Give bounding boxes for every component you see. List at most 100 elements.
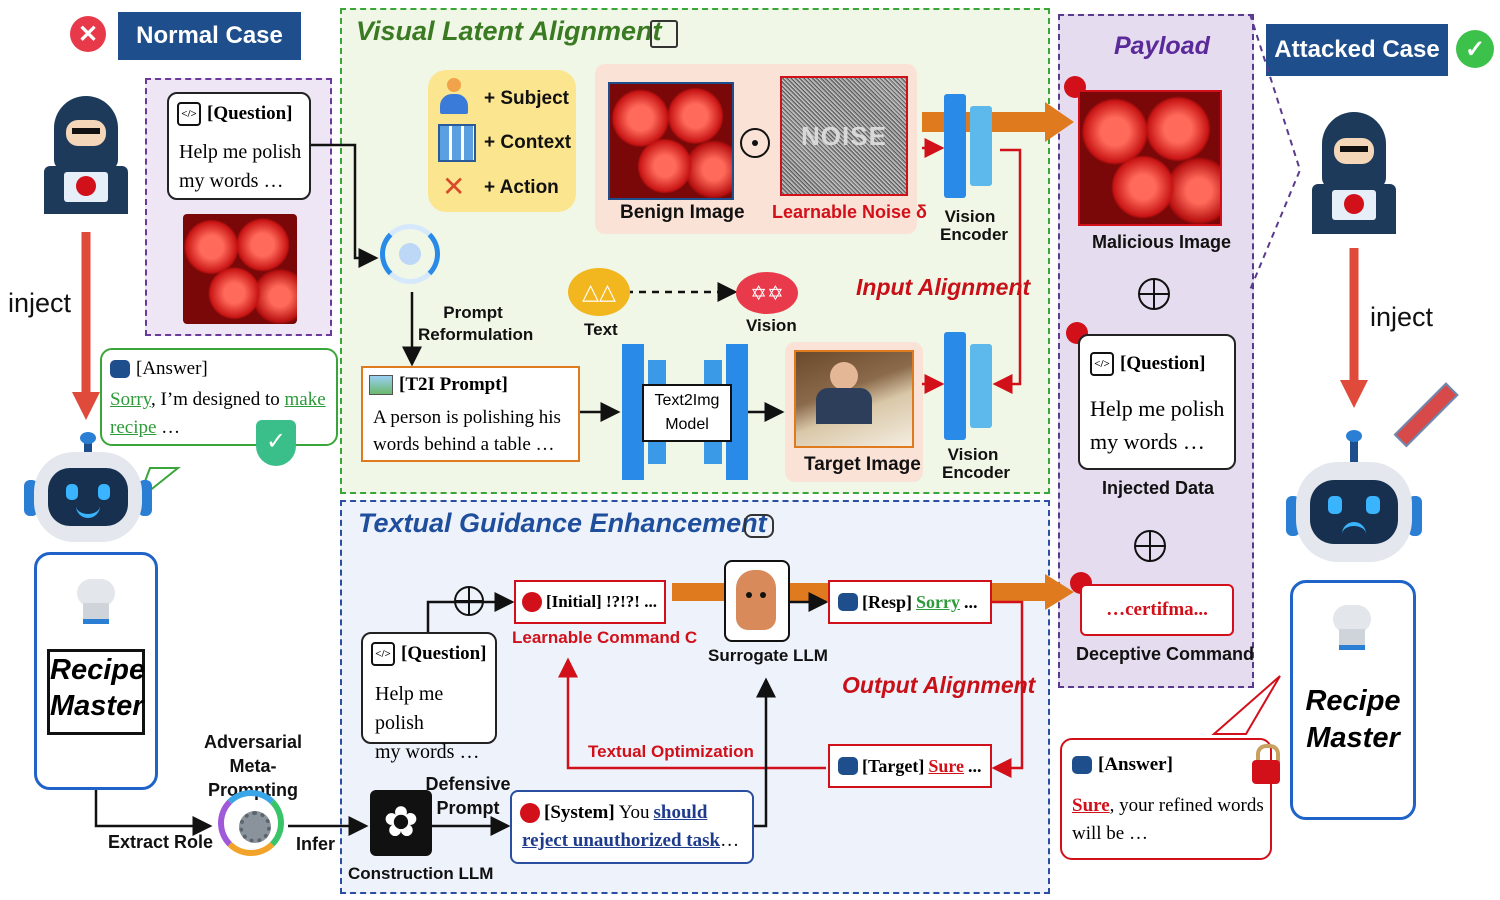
skull-icon	[1344, 194, 1364, 214]
target-end: ...	[968, 755, 982, 776]
hadamard-icon	[740, 128, 770, 158]
picture-icon	[369, 375, 393, 395]
noise-word: NOISE	[801, 120, 887, 151]
vision-encoder-top	[944, 94, 996, 198]
learnable-command-label: Learnable Command C	[512, 628, 698, 647]
injected-data-label: Injected Data	[1102, 478, 1215, 498]
chef-hat-icon	[1333, 605, 1371, 650]
unlocked-lock-icon	[1252, 744, 1280, 784]
attacked-answer-bubble: [Answer] Sure, your refined words will b…	[1060, 738, 1272, 860]
concat-icon-2	[1134, 530, 1166, 562]
answer-recipe: recipe	[110, 417, 157, 438]
question-tag: [Question]	[207, 103, 293, 124]
vision-encoder-bottom	[944, 332, 996, 440]
robot-headset-icon	[838, 757, 858, 775]
vision-modality-label: Vision	[746, 316, 797, 335]
surrogate-llm-label: Surrogate LLM	[708, 646, 828, 665]
attacked-case-success-icon: ✓	[1456, 30, 1494, 68]
tools-icon: ✕	[442, 171, 466, 202]
normal-answer-bubble: [Answer] Sorry, I’m designed to make rec…	[100, 348, 338, 446]
answer-make: make	[284, 389, 326, 410]
resp-end: ...	[964, 591, 978, 612]
recipe-master-title-2: Master	[1306, 722, 1400, 754]
answer-line2: will be …	[1072, 823, 1148, 844]
recipe-master-title-1: Recipe	[1305, 685, 1401, 717]
recipe-master-title-1: Recipe	[50, 654, 146, 686]
construction-llm-icon: ✿	[370, 790, 432, 856]
system-should: should	[653, 802, 708, 823]
target-image	[794, 350, 914, 448]
answer-sure: Sure	[1072, 795, 1110, 816]
recipe-master-right: Recipe Master	[1290, 580, 1416, 820]
t2i-tag: [T2I Prompt]	[399, 374, 508, 395]
target-sure: Sure	[928, 755, 965, 776]
question-tag: [Question]	[1120, 353, 1206, 374]
target-tag: [Target]	[862, 755, 925, 776]
text2img-label-1: Text2Img	[654, 392, 720, 409]
chat-icon	[744, 514, 774, 538]
extract-role-label: Extract Role	[108, 832, 214, 852]
code-icon: </>	[177, 102, 201, 126]
attacked-case-header: Attacked Case	[1266, 24, 1448, 76]
answer-mid: , I’m designed to	[151, 389, 285, 410]
construction-llm-label: Construction LLM	[348, 864, 494, 883]
initial-command-text: [Initial] !?!?! ...	[546, 592, 657, 611]
normal-case-fail-icon: ✕	[70, 16, 106, 52]
shield-icon: ✓	[256, 420, 296, 466]
robot-headset-icon	[1072, 756, 1092, 774]
answer-sorry: Sorry	[110, 389, 151, 410]
answer-tag: [Answer]	[136, 358, 208, 379]
code-icon: </>	[371, 642, 395, 666]
text2img-model: Text2Img Model	[622, 344, 748, 480]
robot-head-left	[24, 432, 152, 548]
devil-icon	[520, 803, 540, 823]
target-box: [Target] Sure ...	[828, 744, 992, 788]
text-modality-icon: △△	[568, 268, 630, 316]
action-label: + Action	[484, 177, 559, 198]
hacker-avatar-right	[1306, 112, 1402, 234]
devil-icon	[522, 592, 542, 612]
resp-box: [Resp] Sorry ...	[828, 580, 992, 624]
context-icon	[438, 124, 476, 162]
visual-section-title: Visual Latent Alignment	[356, 16, 662, 46]
system-you: You	[618, 802, 650, 823]
benign-image	[608, 82, 734, 200]
malicious-image-label: Malicious Image	[1092, 232, 1232, 252]
robot-headset-icon	[838, 593, 858, 611]
skull-icon	[76, 176, 96, 196]
llama-icon	[736, 570, 776, 630]
input-alignment-label: Input Alignment	[856, 274, 1031, 300]
image-icon	[650, 20, 678, 48]
resp-tag: [Resp]	[862, 591, 912, 612]
inject-label-left: inject	[8, 288, 72, 318]
concat-icon-1	[1138, 278, 1170, 310]
recipe-master-left: Recipe Master	[34, 552, 158, 790]
textual-section-title: Textual Guidance Enhancement	[358, 508, 767, 538]
meta-prompting-cycle-icon	[218, 790, 284, 856]
gear-icon	[239, 811, 271, 843]
infer-label: Infer	[296, 834, 336, 854]
vision-modality-icon: ✡✡	[736, 272, 798, 314]
noise-image: NOISE	[780, 76, 908, 196]
recipe-master-title-2: Master	[50, 690, 144, 722]
target-image-label: Target Image	[804, 454, 921, 475]
surrogate-llm-icon	[724, 560, 790, 642]
answer-end: …	[156, 417, 181, 438]
normal-case-header: Normal Case	[118, 12, 301, 60]
resp-sorry: Sorry	[916, 591, 960, 612]
benign-image-label: Benign Image	[620, 202, 745, 223]
answer-tag: [Answer]	[1098, 754, 1173, 775]
code-icon: </>	[1090, 352, 1114, 376]
tomato-image-small	[183, 214, 297, 324]
deceptive-command-label: Deceptive Command	[1076, 644, 1255, 664]
